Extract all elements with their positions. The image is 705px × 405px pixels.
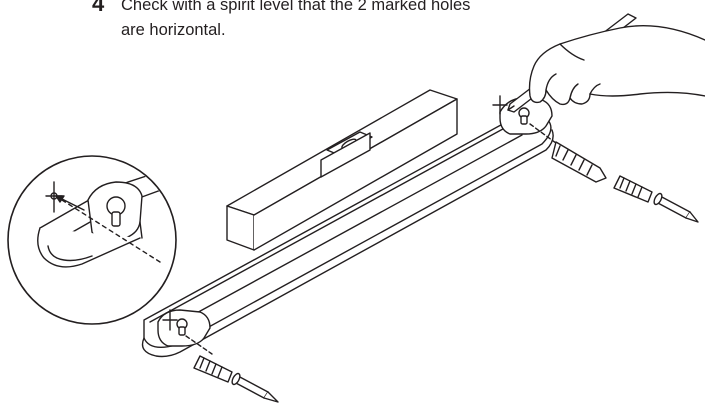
wall-plug-right [613, 175, 653, 203]
wall-bracket [141, 95, 561, 358]
magnifier-inset [7, 155, 177, 325]
step-number: 4 [92, 0, 105, 16]
screw-right [653, 192, 699, 223]
step-instruction-text: Check with a spirit level that the 2 mar… [121, 0, 471, 39]
spirit-level [226, 89, 458, 251]
hand-with-pencil [507, 13, 705, 113]
drill-bit [551, 141, 607, 183]
wall-plug-left [193, 355, 233, 383]
screw-left [231, 372, 279, 403]
